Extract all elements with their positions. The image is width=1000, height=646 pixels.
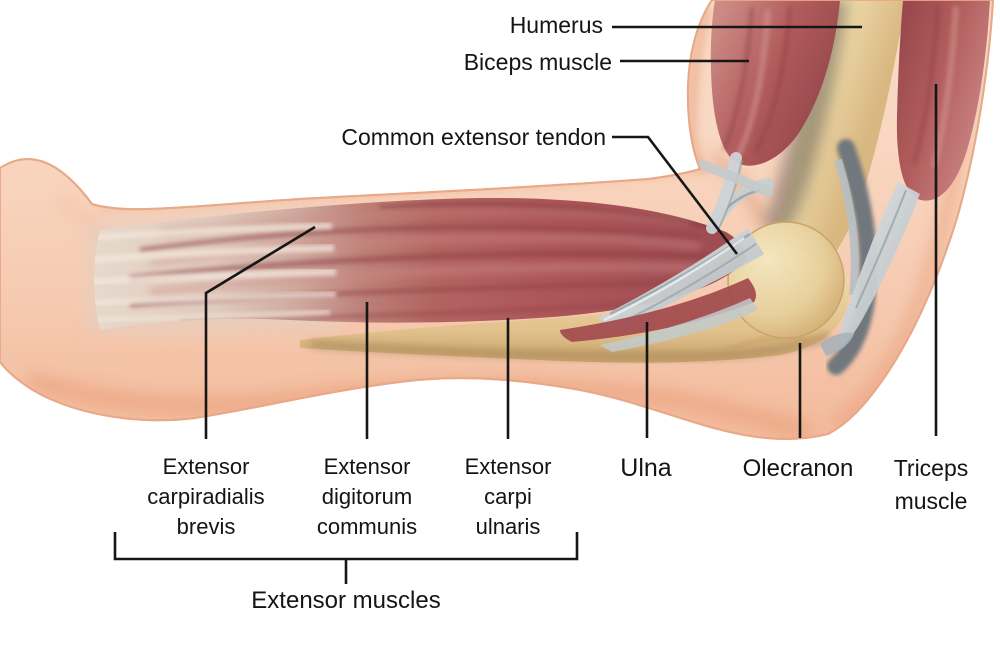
label-biceps-muscle: Biceps muscle xyxy=(463,49,612,75)
label-common-extensor-tendon: Common extensor tendon xyxy=(341,124,606,150)
triceps-muscle-shape xyxy=(820,0,990,356)
leader-lines xyxy=(113,25,938,584)
label-ulna: Ulna xyxy=(620,454,672,482)
label-extensor-carpiradialis-brevis: Extensor carpiradialis brevis xyxy=(147,454,265,539)
skin-outline xyxy=(0,0,995,440)
label-extensor-carpi-ulnaris: Extensor carpi ulnaris xyxy=(464,454,552,539)
extensor-carpi-ulnaris-band xyxy=(560,278,758,352)
label-extensor-muscles: Extensor muscles xyxy=(251,587,441,614)
leader-common-extensor-tendon xyxy=(612,135,739,255)
ulna-bone xyxy=(300,247,850,363)
label-humerus: Humerus xyxy=(509,12,603,38)
biceps-muscle-shape xyxy=(695,0,840,234)
leader-extensor-carpiradialis-brevis xyxy=(204,225,316,439)
label-olecranon: Olecranon xyxy=(742,455,854,482)
label-extensor-digitorum-communis: Extensor digitorum communis xyxy=(316,454,418,539)
label-triceps-muscle: Triceps muscle xyxy=(893,455,969,514)
common-extensor-tendon xyxy=(598,228,764,332)
extensor-muscle-mass xyxy=(94,197,747,330)
